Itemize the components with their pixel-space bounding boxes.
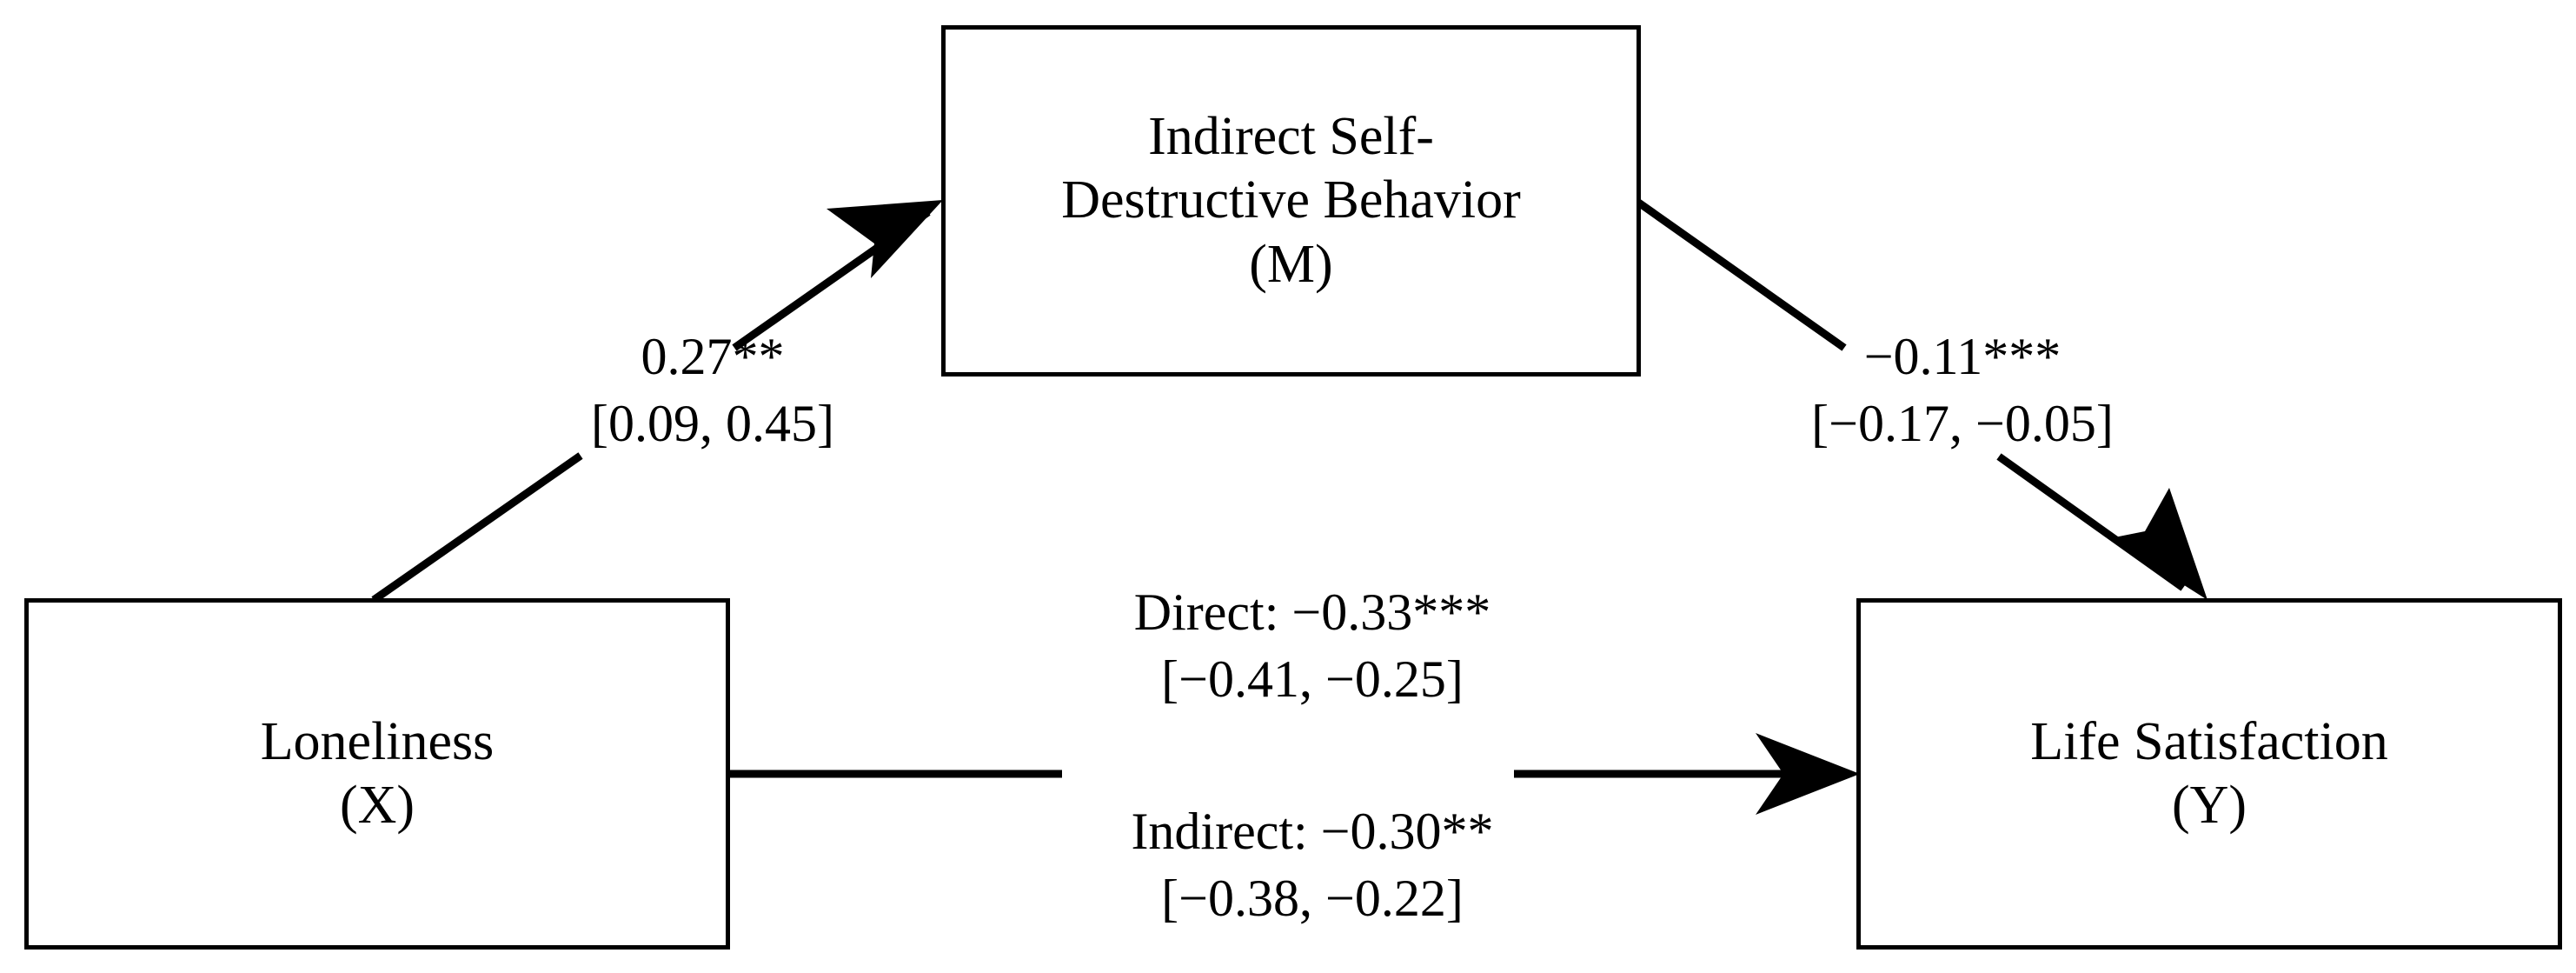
label-a-path-ci: [0.09, 0.45] bbox=[591, 394, 834, 452]
arrow-a-path-segment-lower bbox=[371, 452, 583, 603]
node-predictor[interactable]: Loneliness (X) bbox=[24, 598, 730, 950]
arrow-direct-path-head bbox=[1756, 733, 1860, 815]
arrow-b-path-head bbox=[2110, 488, 2208, 600]
label-b-path: −0.11*** [−0.17, −0.05] bbox=[1693, 323, 2232, 457]
label-direct-effect-coefficient: Direct: −0.33*** bbox=[1133, 583, 1491, 641]
node-predictor-symbol: (X) bbox=[339, 776, 415, 835]
label-indirect-effect: Indirect: −0.30** [−0.38, −0.22] bbox=[999, 798, 1625, 932]
label-a-path-coefficient: 0.27** bbox=[641, 328, 785, 385]
label-direct-effect-ci: [−0.41, −0.25] bbox=[1161, 650, 1464, 708]
arrow-a-path-head bbox=[827, 200, 943, 278]
node-predictor-label: Loneliness bbox=[260, 711, 495, 771]
label-indirect-effect-ci: [−0.38, −0.22] bbox=[1161, 869, 1464, 927]
node-mediator[interactable]: Indirect Self- Destructive Behavior (M) bbox=[941, 25, 1641, 377]
label-b-path-coefficient: −0.11*** bbox=[1863, 328, 2061, 385]
node-mediator-label-line1: Indirect Self- bbox=[1148, 107, 1434, 167]
label-b-path-ci: [−0.17, −0.05] bbox=[1811, 394, 2114, 452]
arrow-b-path-segment-lower bbox=[1996, 453, 2186, 591]
arrow-b-path-segment-upper bbox=[1635, 198, 1847, 351]
node-outcome[interactable]: Life Satisfaction (Y) bbox=[1856, 598, 2562, 950]
arrow-direct-path bbox=[730, 733, 1860, 815]
arrow-a-path bbox=[371, 200, 943, 603]
arrow-b-path bbox=[1635, 198, 2208, 600]
label-a-path: 0.27** [0.09, 0.45] bbox=[487, 323, 939, 457]
node-mediator-symbol: (M) bbox=[1249, 234, 1333, 294]
label-indirect-effect-coefficient: Indirect: −0.30** bbox=[1131, 803, 1494, 860]
node-mediator-label-line2: Destructive Behavior bbox=[1061, 170, 1521, 230]
node-outcome-label: Life Satisfaction bbox=[2030, 711, 2388, 771]
label-direct-effect: Direct: −0.33*** [−0.41, −0.25] bbox=[999, 579, 1625, 713]
node-outcome-symbol: (Y) bbox=[2171, 776, 2247, 835]
